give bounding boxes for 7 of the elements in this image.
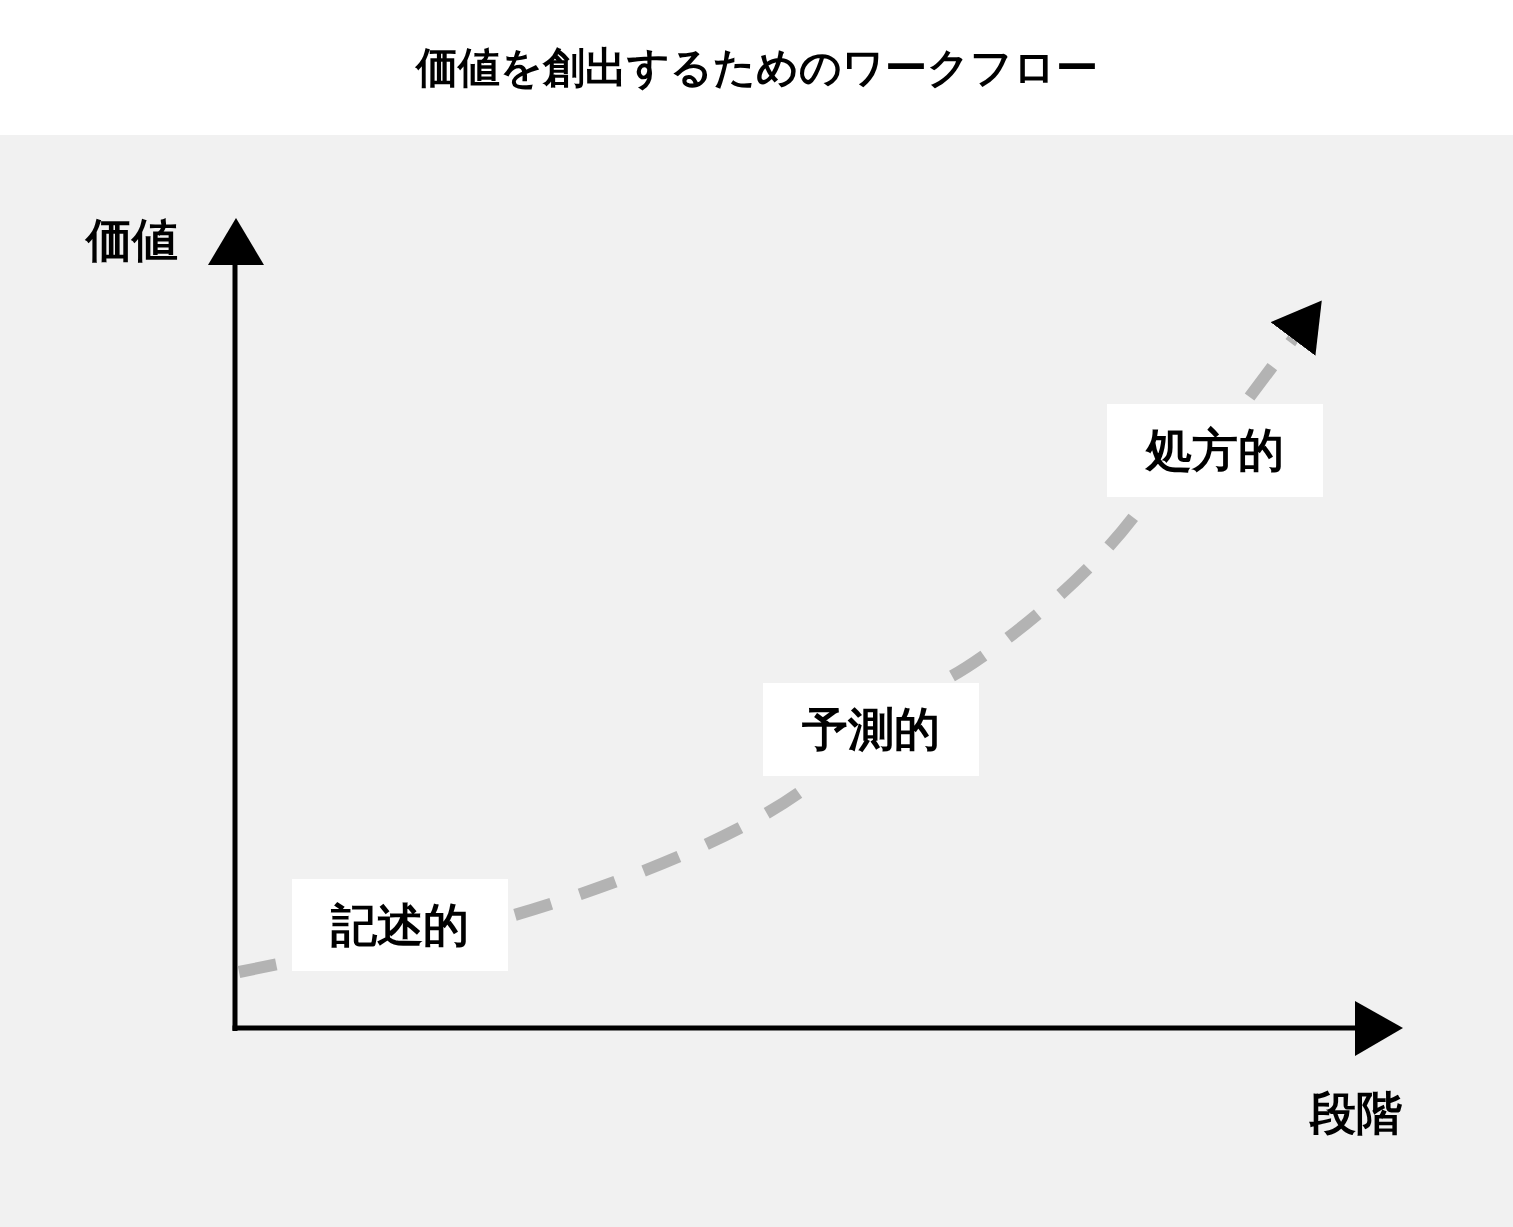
stage-label: 記述的 <box>331 898 469 952</box>
stage-label: 予測的 <box>802 703 940 756</box>
stage-label: 処方的 <box>1146 424 1284 477</box>
axis-label: 価値 <box>86 215 178 266</box>
diagram-title: 価値を創出するためのワークフロー <box>415 41 1098 94</box>
axis-label: 段階 <box>1310 1088 1402 1139</box>
dashed-arrow <box>1244 300 1322 401</box>
